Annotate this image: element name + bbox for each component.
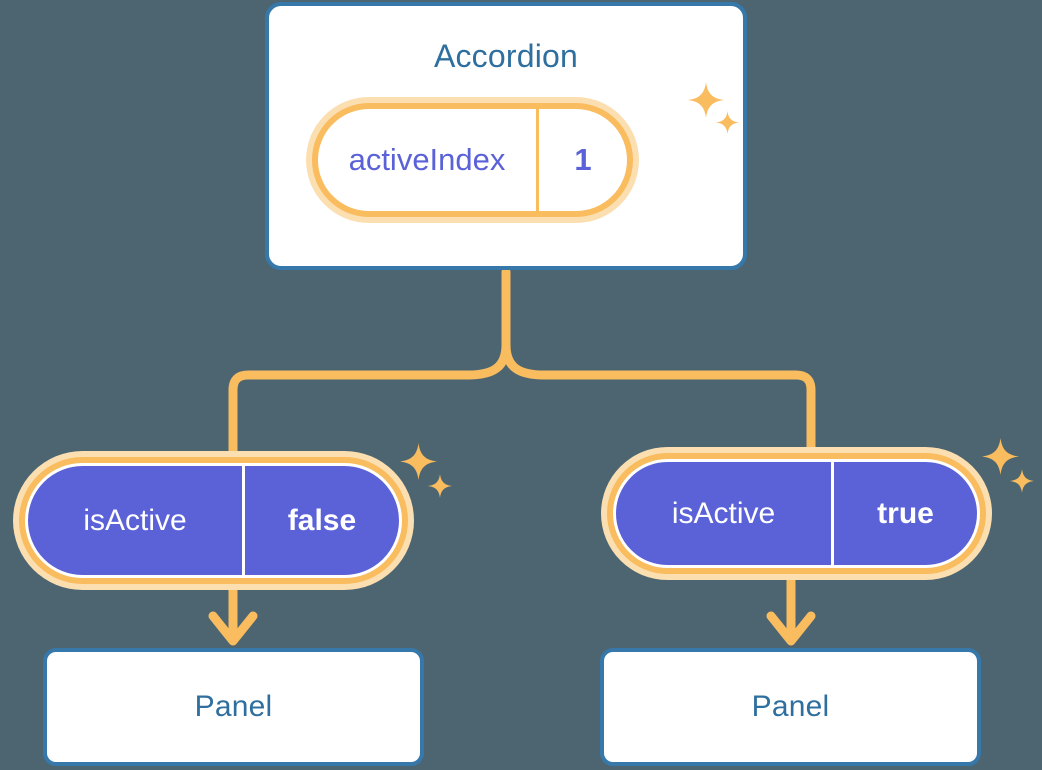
badge-body: isActive true: [613, 459, 980, 568]
prop-badge-is-active-true[interactable]: isActive true: [601, 447, 992, 580]
panel-title: Panel: [194, 690, 273, 723]
connector-left-pill-to-panel: [208, 583, 258, 646]
badge-value-label: false: [242, 466, 399, 575]
badge-body: isActive false: [25, 463, 402, 578]
badge-body: activeIndex 1: [318, 109, 627, 211]
panel-title: Panel: [751, 690, 830, 723]
panel-card-right[interactable]: Panel: [600, 648, 981, 766]
badge-key-label: isActive: [671, 496, 776, 530]
state-badge-active-index[interactable]: activeIndex 1: [306, 97, 639, 223]
badge-key-label: isActive: [83, 503, 187, 537]
badge-ring: isActive true: [607, 453, 986, 574]
connector-right-pill-to-panel: [766, 575, 816, 646]
badge-key-label: activeIndex: [348, 142, 506, 177]
connector-branch-right: [501, 340, 816, 473]
page-title: Accordion: [433, 38, 579, 74]
badge-ring: isActive false: [19, 457, 408, 584]
badge-ring: activeIndex 1: [312, 103, 633, 217]
prop-badge-is-active-false[interactable]: isActive false: [13, 451, 414, 590]
panel-card-left[interactable]: Panel: [43, 648, 424, 766]
badge-value-label: true: [831, 462, 977, 565]
connector-branch-left: [228, 340, 511, 473]
badge-value-label: 1: [536, 109, 627, 211]
